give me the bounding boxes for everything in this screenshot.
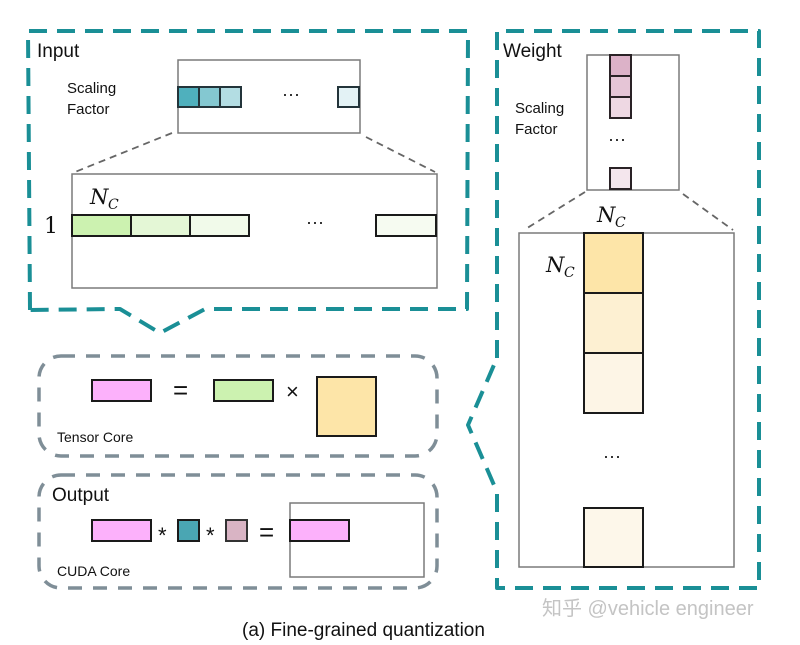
input-row-tile xyxy=(189,214,250,237)
weight-scaling-label-line2: Factor xyxy=(515,121,558,138)
input-scaling-ellipsis: ··· xyxy=(282,84,300,104)
input-scale-tile xyxy=(177,86,200,108)
figure-caption: (a) Fine-grained quantization xyxy=(242,620,485,641)
tensor-input-tile xyxy=(213,379,274,402)
weight-col-tile xyxy=(583,232,644,294)
cuda-equals: = xyxy=(259,517,274,547)
input-zoom-line-left xyxy=(74,132,173,173)
cuda-core-label: CUDA Core xyxy=(57,563,130,579)
weight-col-tile xyxy=(583,352,644,414)
weight-scaling-label-line1: Scaling xyxy=(515,100,564,117)
input-matrix-ellipsis: ··· xyxy=(306,212,324,232)
weight-row-dim-label: N xyxy=(545,253,565,277)
weight-zoom-line-right xyxy=(682,193,734,231)
cuda-weight-scale-tile xyxy=(225,519,248,542)
weight-scale-tile xyxy=(609,167,632,190)
cuda-multiply-2: * xyxy=(206,523,215,548)
input-scale-tile xyxy=(337,86,360,108)
input-row-label: 1 xyxy=(44,214,58,239)
weight-scaling-box xyxy=(586,54,680,191)
weight-row-dim-subscript: C xyxy=(564,265,575,281)
input-row-tile xyxy=(375,214,437,237)
output-title: Output xyxy=(52,485,110,506)
cuda-result-tile xyxy=(289,519,350,542)
weight-col-tile xyxy=(583,507,644,568)
weight-panel-title: Weight xyxy=(503,41,563,62)
weight-scale-tile xyxy=(609,54,632,77)
input-panel-border xyxy=(26,29,470,335)
input-scaling-label-line1: Scaling xyxy=(67,80,116,97)
watermark: 知乎 @vehicle engineer xyxy=(542,597,754,620)
weight-col-dim-label: N xyxy=(596,203,616,227)
input-panel-title: Input xyxy=(37,41,80,62)
input-scaling-label-line2: Factor xyxy=(67,101,110,118)
input-scale-tile xyxy=(219,86,242,108)
weight-matrix-ellipsis: ··· xyxy=(603,446,621,466)
cuda-multiply-1: * xyxy=(158,523,167,548)
input-dim-label: N xyxy=(89,185,109,209)
weight-scaling-ellipsis: ··· xyxy=(608,129,626,149)
input-zoom-line-right xyxy=(365,136,436,173)
input-row-tile xyxy=(130,214,191,237)
input-row-tile xyxy=(71,214,132,237)
weight-col-dim-subscript: C xyxy=(615,215,626,231)
input-dim-subscript: C xyxy=(108,197,119,213)
cuda-core-box xyxy=(37,473,439,590)
tensor-core-box xyxy=(37,354,439,458)
tensor-core-label: Tensor Core xyxy=(57,429,133,445)
tensor-weight-tile xyxy=(316,376,377,437)
weight-scale-tile xyxy=(609,96,632,119)
tensor-equals: = xyxy=(173,375,188,405)
cuda-input-scale-tile xyxy=(177,519,200,542)
tensor-times: × xyxy=(286,379,299,404)
input-scale-tile xyxy=(198,86,221,108)
cuda-partial-tile xyxy=(91,519,152,542)
weight-panel-border xyxy=(466,29,761,590)
weight-col-tile xyxy=(583,292,644,354)
weight-scale-tile xyxy=(609,75,632,98)
tensor-output-tile xyxy=(91,379,152,402)
weight-zoom-line-left xyxy=(523,191,586,231)
